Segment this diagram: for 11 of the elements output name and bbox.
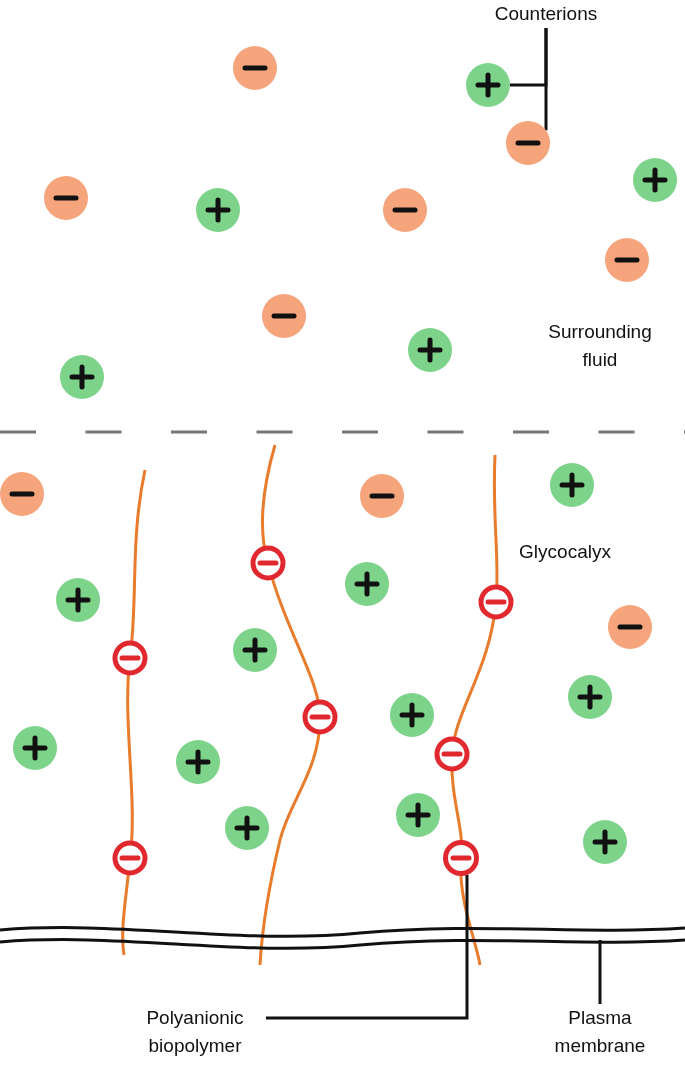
anion-icon: [506, 121, 550, 165]
callout-label: Plasma membrane: [553, 1006, 647, 1058]
callout-label: Polyanionic biopolymer: [145, 1006, 245, 1058]
leader-line: [598, 940, 602, 1004]
anionic-group-icon: [443, 840, 479, 876]
cation-icon: [466, 63, 510, 107]
leader-line: [544, 28, 548, 131]
callout-label: Glycocalyx: [519, 540, 611, 564]
callout-label: Surrounding fluid: [547, 320, 653, 372]
leader-line: [266, 874, 469, 1020]
callout-label: Counterions: [494, 2, 598, 26]
